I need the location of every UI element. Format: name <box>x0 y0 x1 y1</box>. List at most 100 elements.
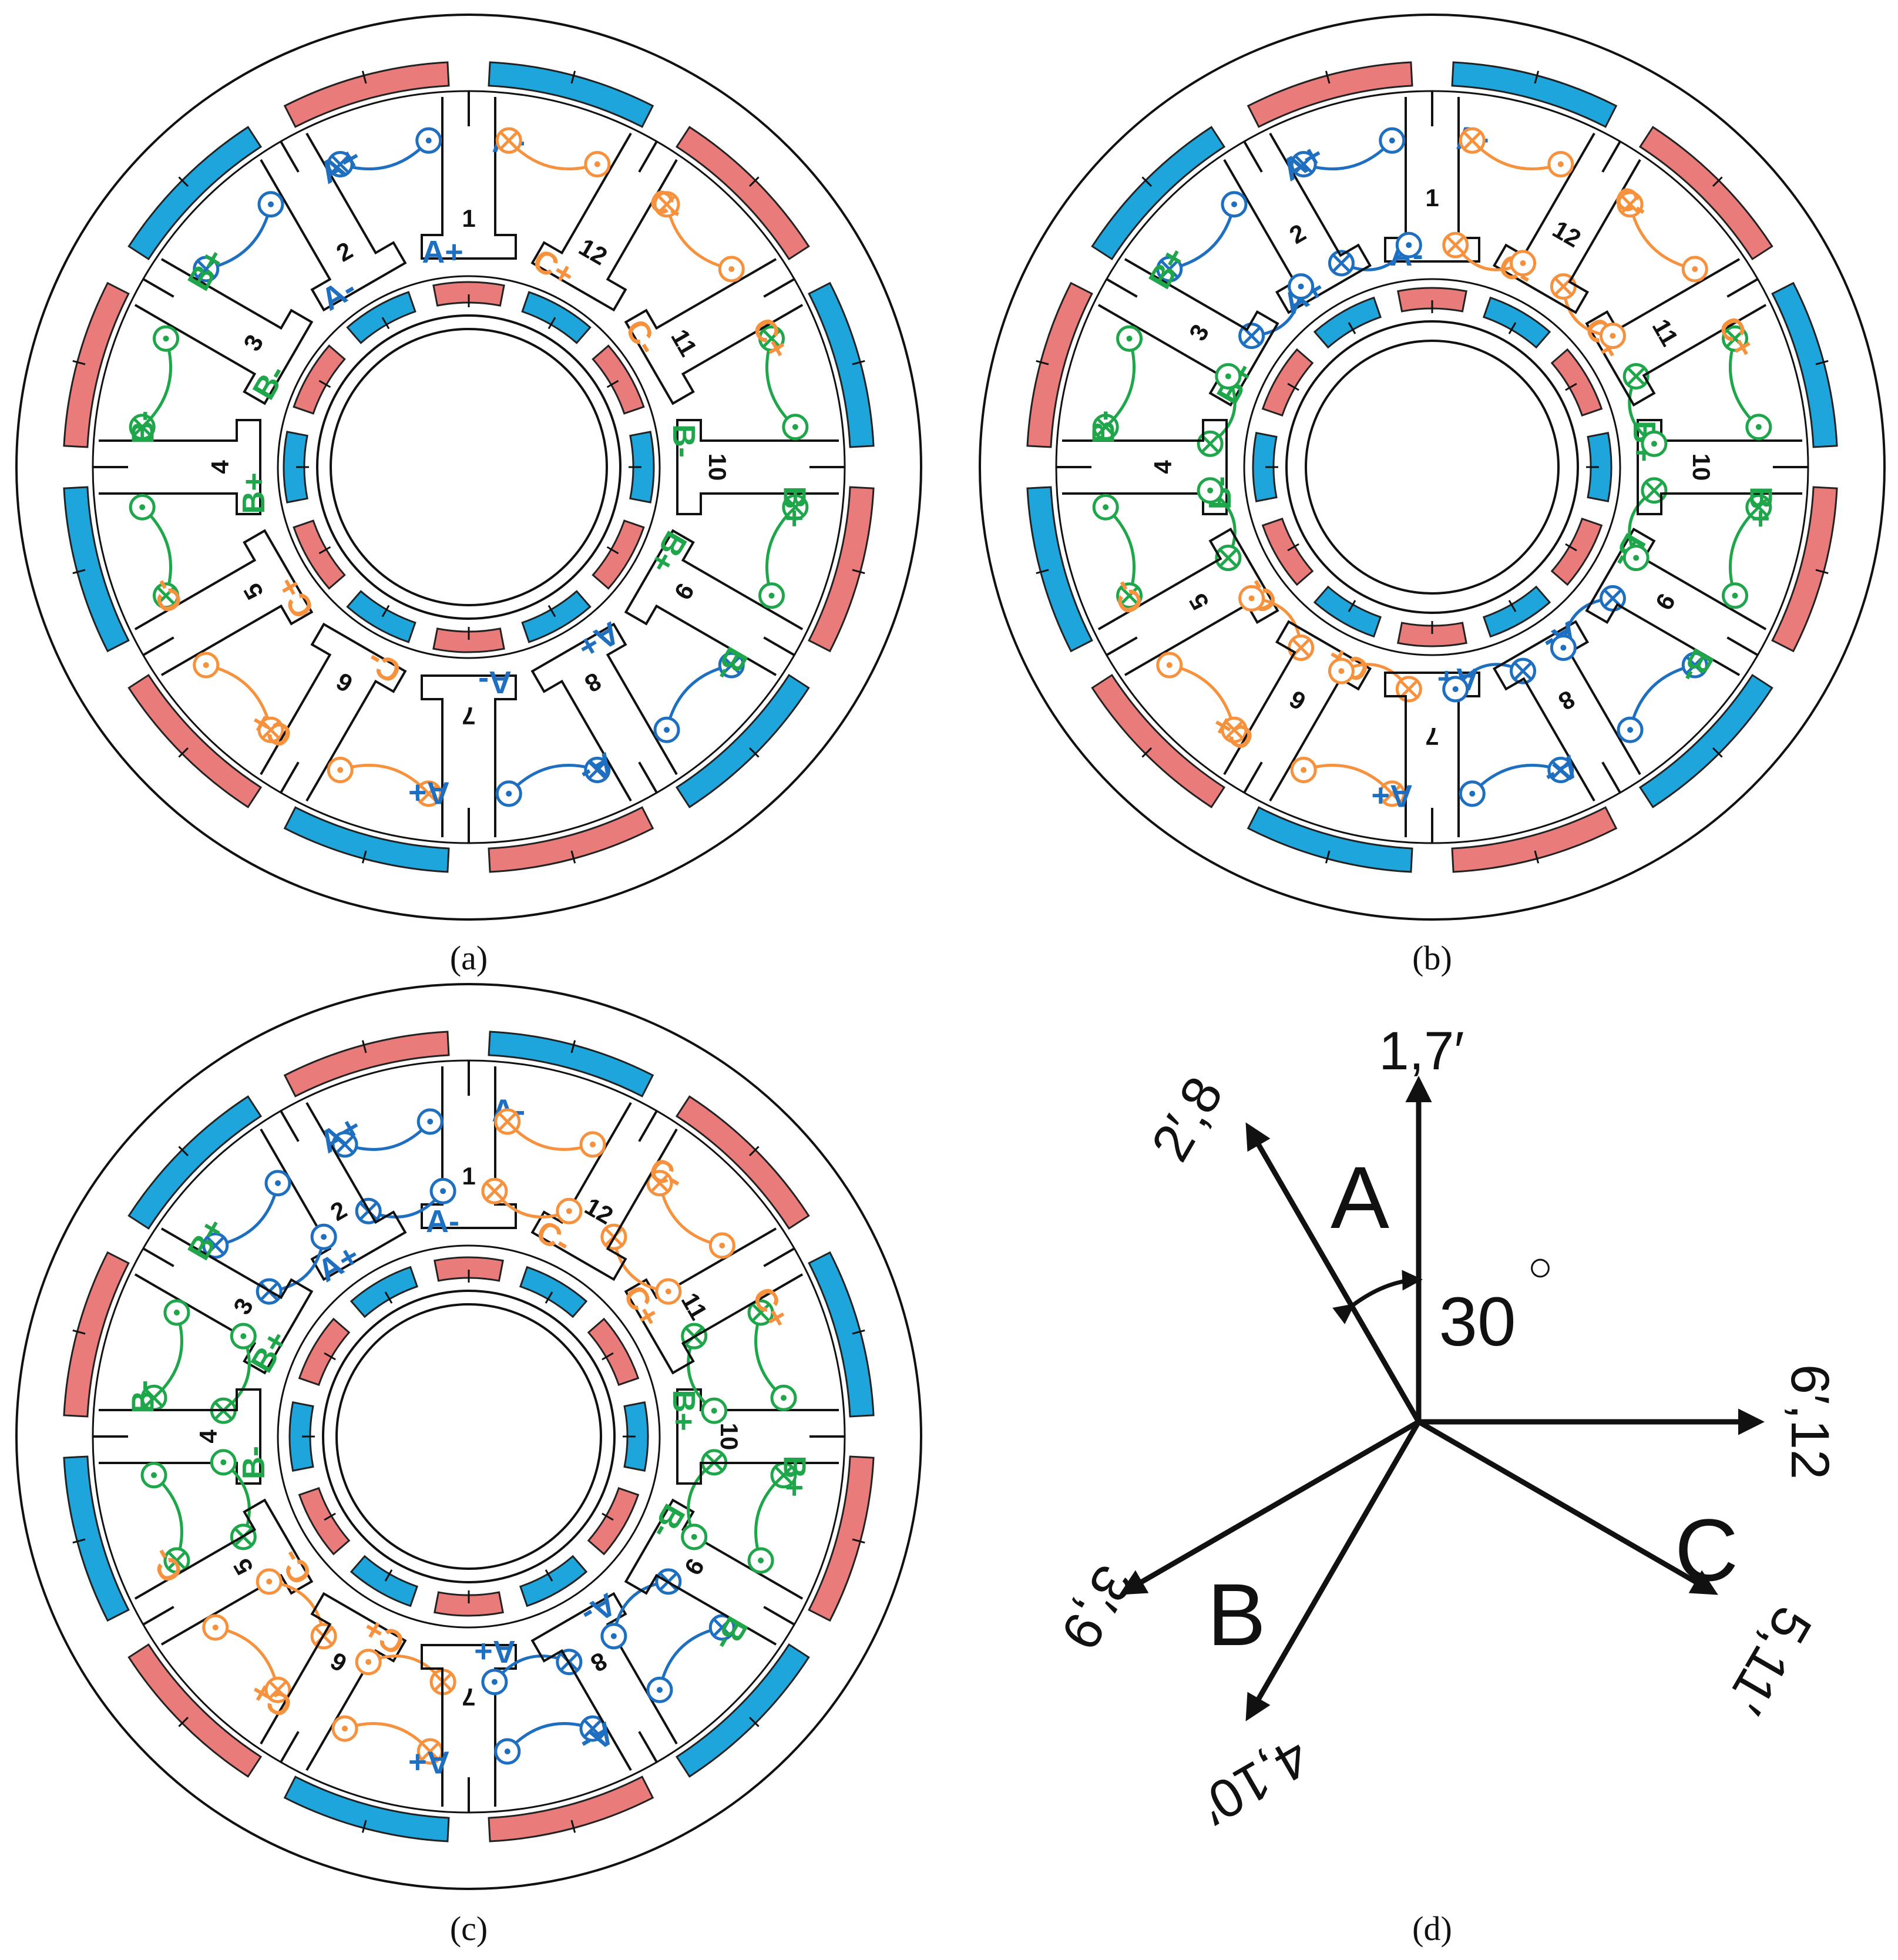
caption-b: (b) <box>1412 939 1452 977</box>
stator-tooth-shoe-12 <box>280 1731 300 1763</box>
outer-rotor-magnet-arrow <box>72 569 86 575</box>
outer-rotor-magnet-arrow <box>570 71 576 84</box>
coil-4-out-dot <box>1103 504 1109 511</box>
coil-1-in-cross <box>1294 155 1313 174</box>
stator-tooth-shoe-5 <box>763 1247 795 1267</box>
inner-coil-7-out-dot <box>491 1679 498 1685</box>
stator-tooth-shoe-9 <box>142 278 174 298</box>
inner-rotor-magnet-9 <box>283 431 308 504</box>
inner-coil-5-out-dot <box>266 1578 273 1585</box>
stator-tooth-1 <box>421 97 517 260</box>
stator-tooth-3 <box>134 1227 314 1375</box>
vector-3-9 <box>1119 1419 1420 1595</box>
inner-rotor-magnet-5 <box>519 1555 588 1607</box>
inner-rotor-magnet-1 <box>519 1266 588 1318</box>
shaft-bore <box>330 328 608 606</box>
inner-coil-4-in-cross <box>1219 548 1238 568</box>
inner-coil-1-in-cross <box>1332 254 1351 273</box>
stator-tooth-shoe-12 <box>280 761 300 794</box>
coil-5-in-cross <box>261 720 280 740</box>
coil-8-in-cross <box>1685 656 1705 674</box>
outer-rotor-magnet-arrow <box>852 360 865 365</box>
outer-rotor-magnet-arrow <box>748 747 760 758</box>
outer-coil-label-3: B+ <box>181 243 232 297</box>
coil-4-in-cross <box>156 586 176 605</box>
outer-rotor-magnet-7 <box>1247 806 1413 873</box>
outer-rotor-magnet-arrow <box>852 1329 865 1335</box>
outer-rotor-magnet-8 <box>1091 673 1226 808</box>
outer-rotor-magnet-arrow <box>178 1146 189 1157</box>
coil-7-in-cross <box>1551 760 1570 780</box>
coil-11-in-cross <box>1621 194 1640 214</box>
tooth-number-2: 2 <box>325 1196 351 1226</box>
stator-tooth-shoe-3 <box>1726 636 1759 656</box>
coil-6-in-cross <box>1382 784 1402 803</box>
vector-label-2-8: 2′,8 <box>1140 1067 1235 1171</box>
coil-3-out-dot <box>163 335 169 342</box>
inner-rotor-magnet-arrow <box>318 546 331 555</box>
tooth-number-12: 12 <box>1548 215 1585 253</box>
coil-5-out-dot <box>1166 662 1173 669</box>
inner-coil-label-7: A- <box>478 664 512 700</box>
inner-rotor-magnet-7 <box>350 1555 419 1607</box>
coil-12-in-cross <box>1463 131 1482 150</box>
coil-2-out-dot <box>1231 201 1237 207</box>
inner-rotor-core <box>1285 320 1579 614</box>
outer-coil-label-4: B- <box>1086 410 1121 444</box>
stator-tooth-shoe-11 <box>1106 636 1138 656</box>
inner-rotor-magnet-10 <box>1261 348 1314 417</box>
coil-11-out-dot <box>719 1243 725 1249</box>
stator-tooth-9 <box>624 1498 804 1646</box>
tooth-number-9: 9 <box>669 579 699 605</box>
inner-coil-2-in-cross <box>1242 326 1261 345</box>
outer-rotor-magnet-arrow <box>361 71 367 84</box>
coil-3-out-dot <box>173 1310 180 1316</box>
inner-rotor-magnet-1 <box>521 291 592 344</box>
coil-7-in-cross <box>583 1719 602 1738</box>
stator-tooth-1 <box>421 1066 517 1229</box>
outer-coil-label-7: A+ <box>408 1745 450 1780</box>
stator-tooth-6 <box>260 1592 407 1771</box>
outer-rotor-magnet-arrow <box>1141 176 1153 187</box>
stator-tooth-4 <box>99 1388 261 1485</box>
stator-tooth-shoe-8 <box>280 140 300 173</box>
inner-coil-label-4: B- <box>236 1446 271 1479</box>
stator-tooth-9 <box>624 529 804 676</box>
tooth-number-1: 1 <box>462 1162 475 1190</box>
stator-tooth-shoe-9 <box>1106 278 1138 298</box>
outer-rotor-magnet-arrow <box>748 1146 760 1157</box>
inner-coil-3-out-dot <box>240 1333 247 1340</box>
outer-coil-label-5: C- <box>1104 573 1151 620</box>
tooth-number-9: 9 <box>679 1554 710 1580</box>
inner-coil-9-out-dot <box>691 1533 697 1540</box>
outer-coil-label-11: C+ <box>745 312 796 365</box>
inner-rotor-magnet-8 <box>298 1486 351 1556</box>
inner-coil-label-2: A- <box>315 270 362 317</box>
outer-coil-label-6: C+ <box>245 1673 298 1724</box>
inner-coil-12-in-cross <box>485 1182 504 1201</box>
outer-rotor-magnet-10 <box>1026 281 1093 448</box>
panel-b-double-layer-stator-machine: 1A-A-2A+A+3B+B+4B-B-5C-C-6C+C+7A+A+8A-A-… <box>979 14 1886 921</box>
outer-rotor-magnet-3 <box>808 1251 875 1418</box>
outer-frame <box>979 14 1886 921</box>
caption-a: (a) <box>450 939 488 977</box>
inner-rotor-magnet-arrow <box>1565 382 1577 391</box>
inner-coil-3-in-cross <box>1201 434 1220 454</box>
stator-tooth-7 <box>421 1644 517 1807</box>
inner-rotor-magnet-arrow <box>384 1291 393 1304</box>
stator-tooth-11 <box>624 258 804 405</box>
outer-frame <box>15 983 922 1890</box>
vector-label-3-9: 3′,9 <box>1049 1555 1144 1659</box>
stator-tooth-8 <box>530 622 678 802</box>
inner-rotor-magnet-arrow <box>1348 600 1356 612</box>
outer-rotor-magnet-arrow <box>361 1820 367 1833</box>
outer-coil-label-5: C- <box>143 1542 190 1588</box>
vector-label-6-12: 6′,12 <box>1780 1364 1840 1479</box>
stator-tooth-shoe-2 <box>638 761 658 794</box>
stator-tooth-5 <box>134 529 314 676</box>
outer-rotor-magnet-arrow <box>178 747 189 758</box>
coil-1-in-cross <box>331 155 350 174</box>
coil-5-out-dot <box>203 662 209 669</box>
stator-tooth-2 <box>260 1102 407 1281</box>
outer-coil-label-6: C+ <box>1207 706 1260 757</box>
